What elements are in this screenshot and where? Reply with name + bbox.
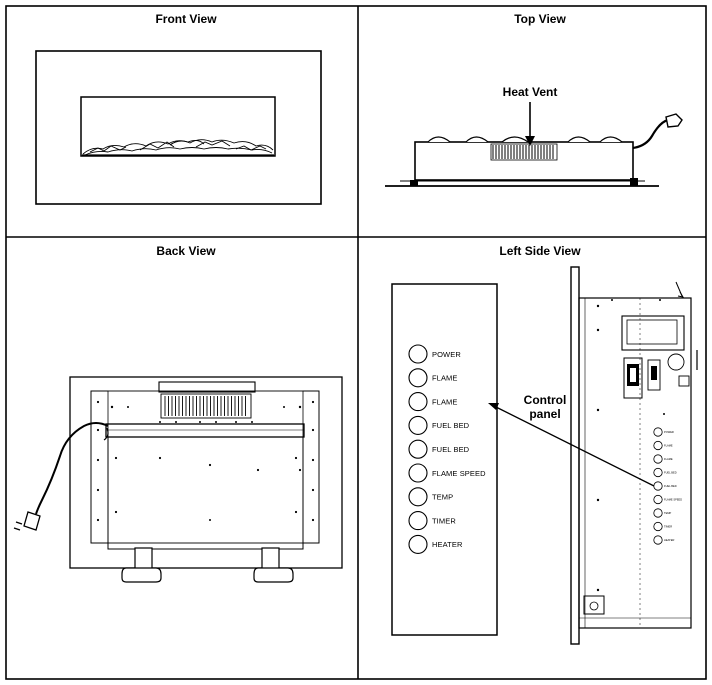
back-wall-frame [69,376,343,569]
top-body [414,141,634,181]
control-button-circle [408,392,428,412]
panel-grid [5,5,707,680]
control-button-circle [408,463,428,483]
side-button-label: FUEL BED [664,484,677,488]
control-button-label: FUEL BED [432,421,470,430]
back-stands [121,547,294,583]
side-button-circle [653,440,663,451]
side-button-circle [653,494,663,505]
front-frame [35,50,322,205]
control-button-label: TIMER [432,516,456,525]
control-button-label: FLAME SPEED [432,469,486,478]
side-control-buttons: POWER FLAME FLAME FUEL BED FUEL BED FLAME SPE… [653,427,682,545]
side-button-circle [653,521,663,532]
back-heater-fins [164,396,246,416]
side-button-label: FLAME SPEED [664,498,682,502]
top-view-drawing: Heat Vent [385,85,683,187]
side-button-circle [653,508,663,518]
control-button-circle [408,415,428,435]
back-screws [96,400,315,522]
front-firebox [80,96,276,157]
control-button-circle [408,439,428,459]
back-plug [13,511,41,531]
side-button-label: TEMP [664,511,671,515]
side-button-label: FLAME [664,444,673,448]
control-button-circle [408,368,428,388]
control-button-circle [408,344,428,364]
front-view-title: Front View [155,12,217,26]
control-panel-callout-line2: panel [529,407,560,421]
control-button-circle [408,487,428,507]
control-button-label: FUEL BED [432,445,470,454]
front-log-bed [82,139,274,156]
control-button-label: TEMP [432,493,453,502]
heat-vent-fins [492,145,554,159]
side-body: POWER FLAME FLAME FUEL BED FUEL BED FLAME SPE… [570,266,698,645]
heat-vent-grille [490,143,558,161]
side-button-circle [653,454,663,464]
side-button-circle [653,467,663,478]
side-button-circle [653,535,663,545]
heat-vent-callout: Heat Vent [503,85,558,99]
back-view-drawing [13,376,343,583]
side-button-circle [653,481,663,491]
side-button-label: FLAME [664,457,673,461]
control-button-label: POWER [432,350,461,359]
control-panel-buttons: POWER FLAME FLAME FUEL BED FUEL BED FLAME SPE… [408,344,486,554]
back-power-cord [35,422,109,515]
side-button-label: FUEL BED [664,471,677,475]
control-panel-enlarged [391,283,498,636]
front-view-drawing [35,50,322,205]
control-button-label: FLAME [432,374,458,383]
control-button-circle [408,511,428,531]
side-button-label: HEATER [664,538,674,542]
left-side-view-drawing: POWER FLAME FLAME FUEL BED FUEL BED FLAME SPE… [391,266,698,645]
control-button-circle [408,534,428,554]
side-button-label: TIMER [664,525,672,529]
top-view-title: Top View [514,12,566,26]
side-button-label: POWER [664,430,674,434]
side-button-circle [653,427,663,437]
control-button-label: FLAME [432,397,458,406]
back-view-title: Back View [156,244,216,258]
left-side-view-title: Left Side View [499,244,581,258]
control-panel-callout-line1: Control [524,393,567,407]
top-power-cord [632,118,669,150]
control-button-label: HEATER [432,540,463,549]
